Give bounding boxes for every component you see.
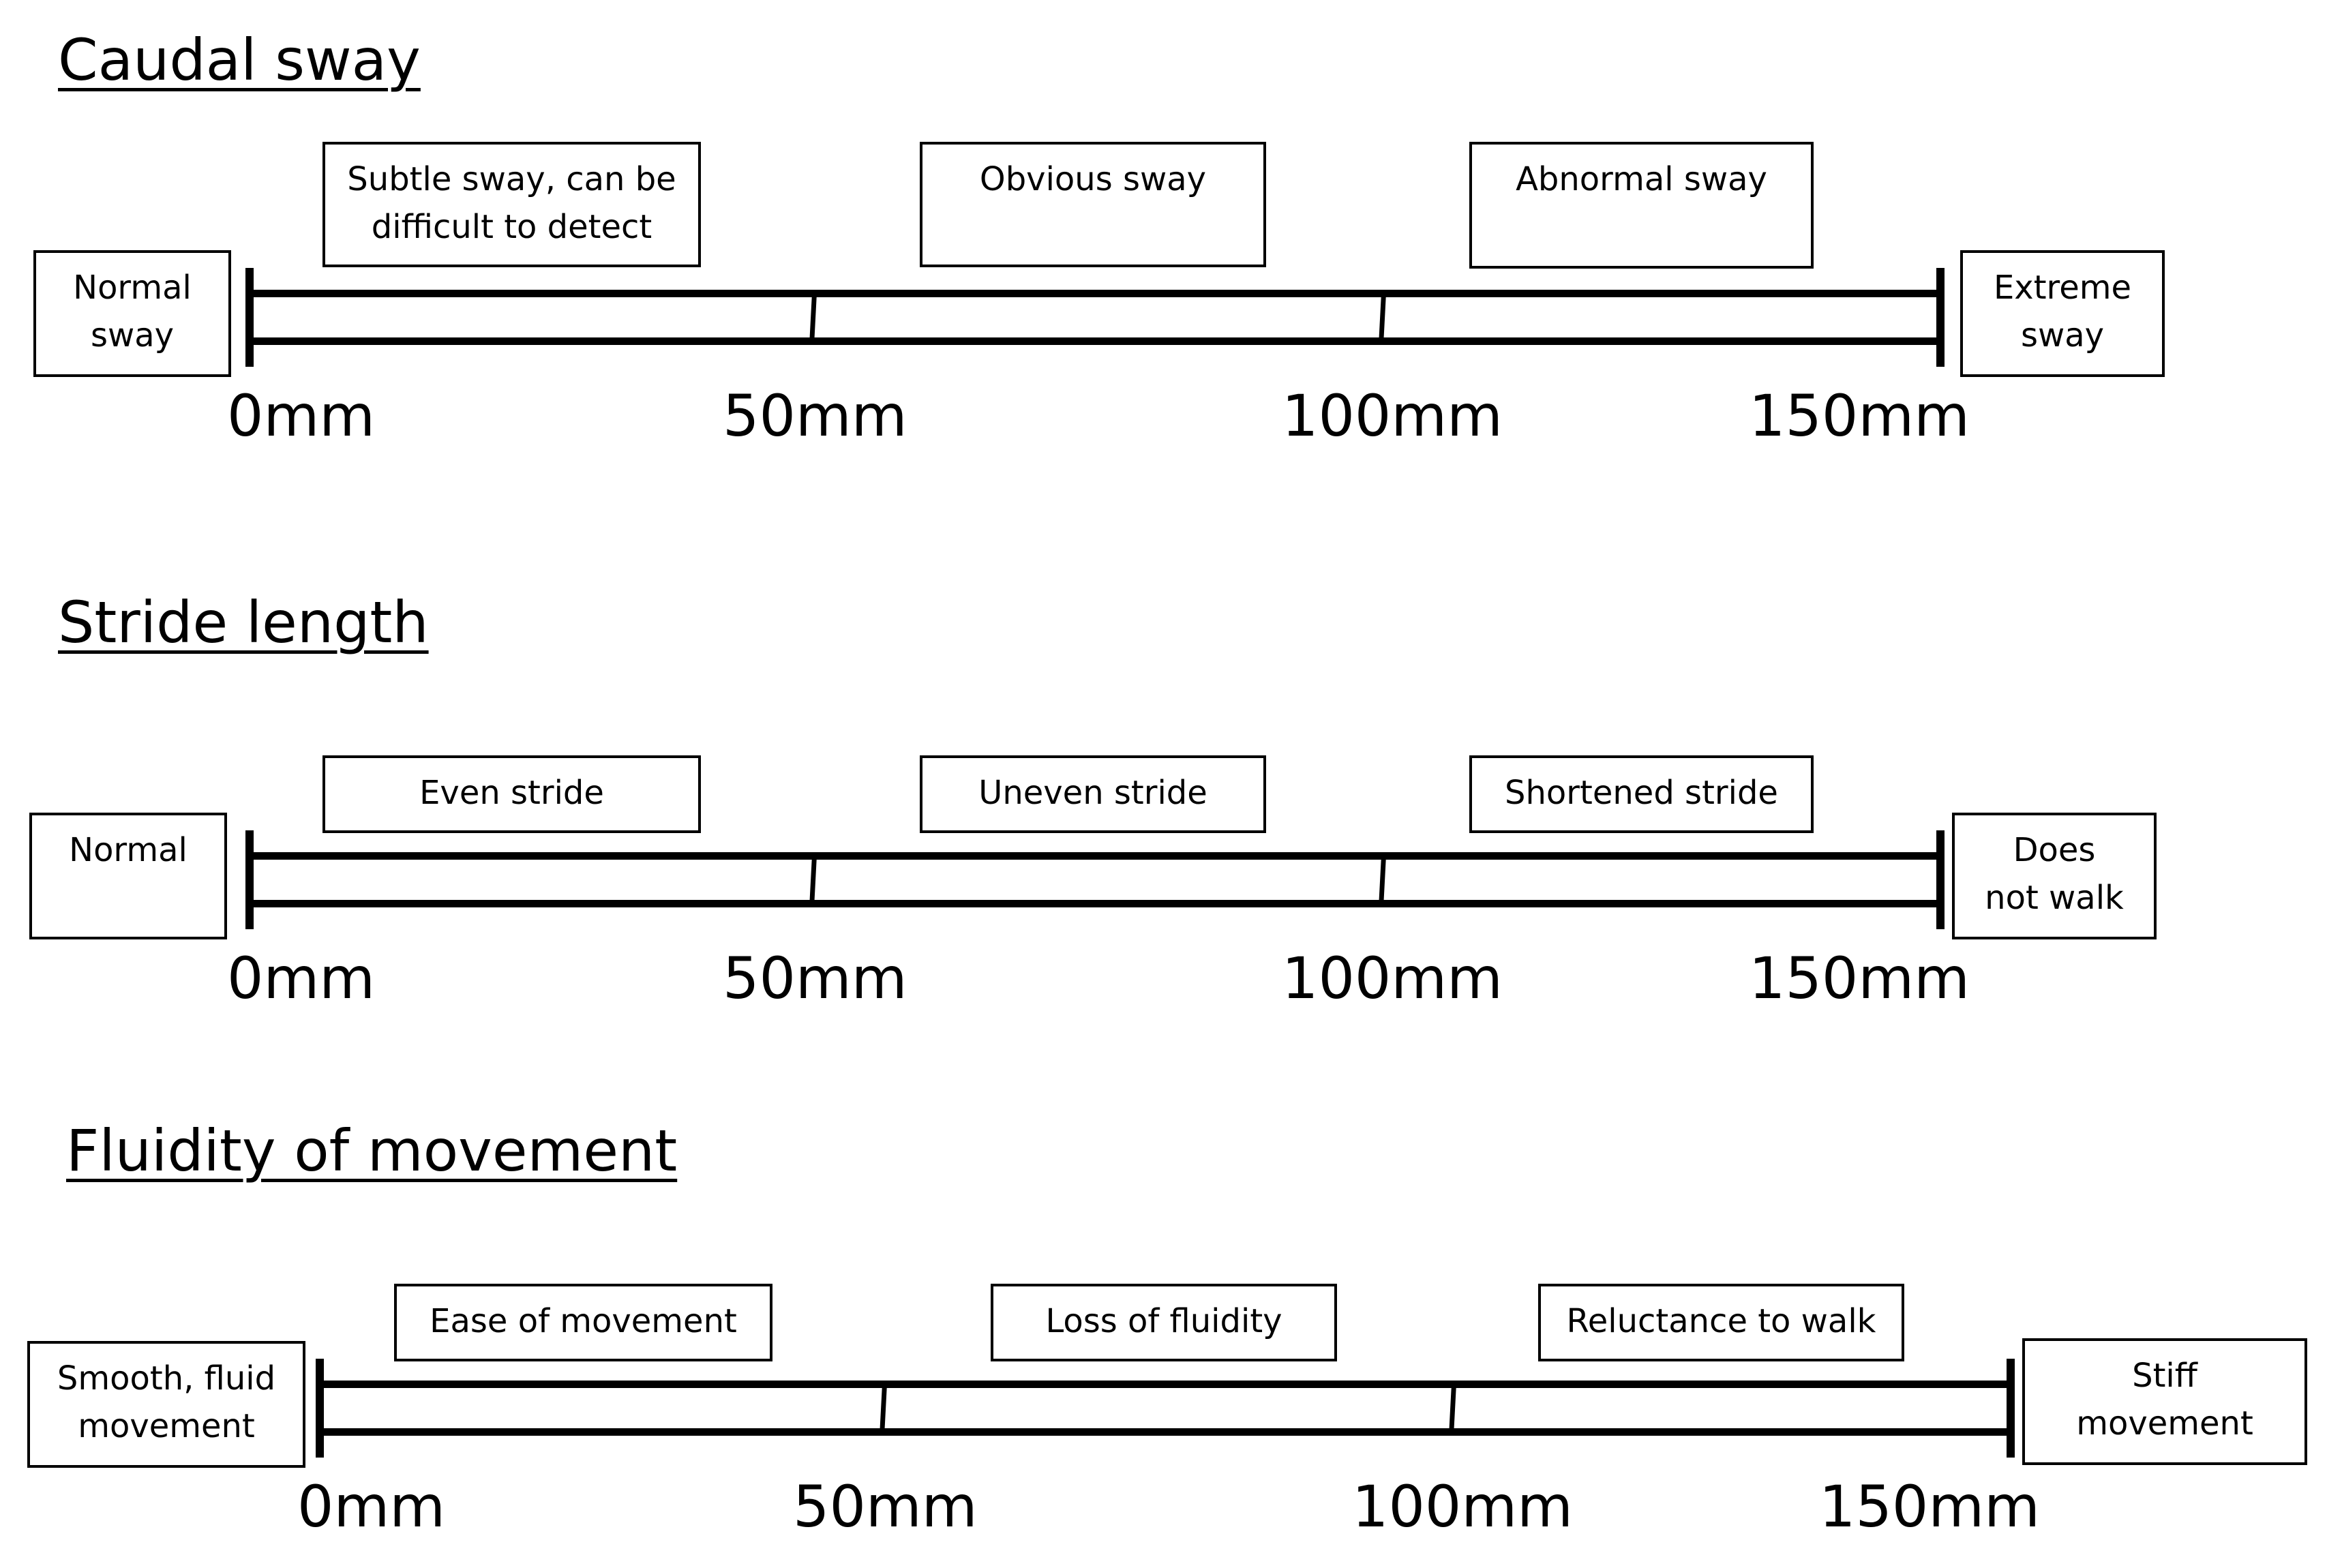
scale-start-bar	[316, 1359, 324, 1458]
scale-track	[249, 852, 1943, 907]
left-anchor-box: Normal sway	[33, 250, 231, 377]
descriptor-box-1: Ease of movement	[394, 1284, 772, 1361]
scale-end-bar	[2007, 1359, 2015, 1458]
scale-stride-length: Stride length Even stride Uneven stride …	[0, 562, 2327, 1040]
tick-label-50mm: 50mm	[793, 1473, 978, 1540]
scale-end-bar	[1936, 830, 1945, 929]
descriptor-box-2: Loss of fluidity	[991, 1284, 1337, 1361]
descriptor-box-3: Shortened stride	[1469, 755, 1814, 833]
scale-caudal-sway: Caudal sway Subtle sway, can be difficul…	[0, 0, 2327, 477]
scale-start-bar	[245, 830, 254, 929]
scale-track	[249, 290, 1943, 345]
tick-label-100mm: 100mm	[1282, 945, 1503, 1012]
scale-end-bar	[1936, 268, 1945, 367]
right-anchor-box: Extreme sway	[1960, 250, 2165, 377]
descriptor-box-1: Subtle sway, can be difficult to detect	[322, 142, 701, 267]
scale-fluidity-of-movement: Fluidity of movement Ease of movement Lo…	[0, 1091, 2327, 1568]
tick-label-150mm: 150mm	[1749, 382, 1970, 449]
scale-title: Stride length	[58, 589, 429, 656]
tick-label-0mm: 0mm	[227, 945, 376, 1012]
tick-label-100mm: 100mm	[1282, 382, 1503, 449]
tick-label-150mm: 150mm	[1749, 945, 1970, 1012]
descriptor-box-2: Uneven stride	[920, 755, 1266, 833]
tick-label-0mm: 0mm	[227, 382, 376, 449]
descriptor-box-1: Even stride	[322, 755, 701, 833]
descriptor-box-3: Abnormal sway	[1469, 142, 1814, 269]
tick-label-50mm: 50mm	[723, 382, 907, 449]
descriptor-box-3: Reluctance to walk	[1538, 1284, 1904, 1361]
scale-title: Caudal sway	[58, 27, 421, 93]
left-anchor-box: Normal	[29, 813, 227, 939]
scale-title: Fluidity of movement	[66, 1117, 678, 1184]
left-anchor-box: Smooth, fluid movement	[27, 1341, 305, 1468]
tick-label-50mm: 50mm	[723, 945, 907, 1012]
right-anchor-box: Does not walk	[1952, 813, 2157, 939]
tick-label-100mm: 100mm	[1352, 1473, 1573, 1540]
tick-label-0mm: 0mm	[297, 1473, 446, 1540]
scale-start-bar	[245, 268, 254, 367]
scale-track	[319, 1381, 2013, 1436]
tick-label-150mm: 150mm	[1819, 1473, 2040, 1540]
descriptor-box-2: Obvious sway	[920, 142, 1266, 267]
right-anchor-box: Stiff movement	[2022, 1338, 2307, 1465]
